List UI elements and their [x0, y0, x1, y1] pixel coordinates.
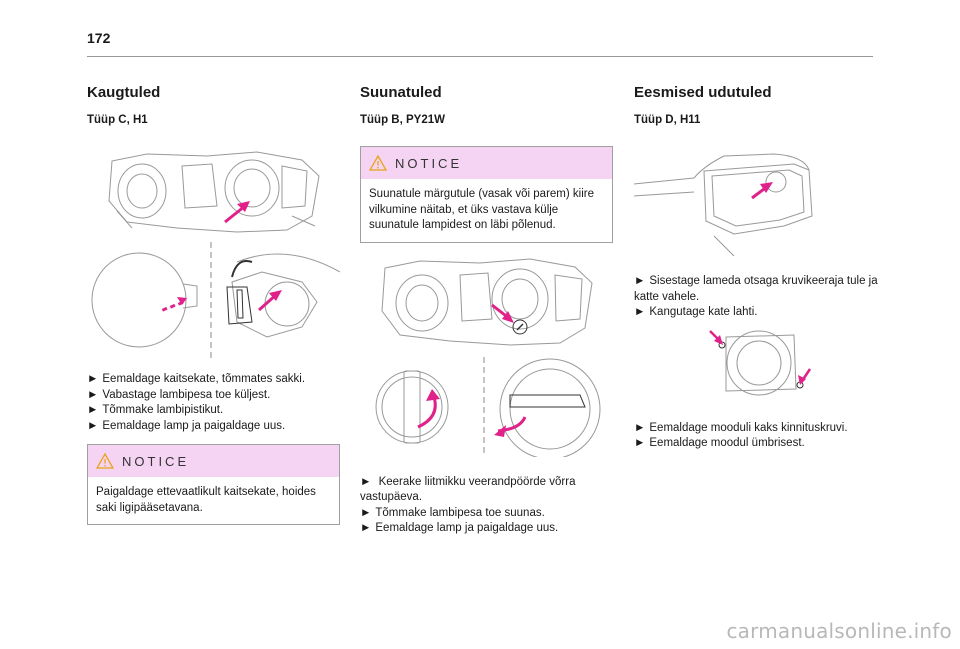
bullet-arrow-icon: ►	[634, 437, 646, 449]
bulb-holder-rotation-illustration	[375, 356, 601, 457]
steps-fog-lamp-cover: ►Sisestage lameda otsaga kruvikeeraja tu…	[634, 274, 887, 321]
bullet-arrow-icon: ►	[360, 522, 372, 534]
subheading-type-b: Tüüp B, PY21W	[360, 114, 445, 126]
bullet-arrow-icon: ►	[87, 388, 99, 401]
notice-text: Paigaldage ettevaatlikult kaitsekate, ho…	[96, 486, 316, 514]
step-item: ► Keerake liitmikku veerandpöörde võrra …	[360, 475, 576, 504]
steps-fog-lamp-module: ►Eemaldage mooduli kaks kinnituskruvi. ►…	[634, 421, 887, 452]
notice-box-turn-signal: NOTICE Suunatule märgutule (vasak või pa…	[360, 146, 613, 243]
notice-header: NOTICE	[361, 147, 612, 179]
step-item: ►Eemaldage lamp ja paigaldage uus.	[360, 522, 559, 534]
headlamp-overview-illustration	[108, 151, 320, 233]
bullet-arrow-icon: ►	[634, 421, 646, 434]
bullet-arrow-icon: ►	[360, 506, 372, 519]
notice-title: NOTICE	[395, 155, 463, 171]
notice-box-cover: NOTICE Paigaldage ettevaatlikult kaitsek…	[87, 444, 340, 525]
step-item: ►Eemaldage kaitsekate, tõmmates sakki.	[87, 373, 306, 385]
section-heading-fog-lamps: Eesmised udutuled	[634, 84, 772, 101]
step-item: ►Tõmmake lambipistikut.	[87, 404, 224, 416]
steps-turn-signals: ► Keerake liitmikku veerandpöörde võrra …	[360, 475, 613, 537]
subheading-type-d: Tüüp D, H11	[634, 114, 701, 126]
header-divider	[87, 56, 873, 57]
warning-triangle-icon	[369, 155, 387, 171]
high-beam-cover-removal-illustration	[91, 242, 340, 360]
step-item: ►Sisestage lameda otsaga kruvikeeraja tu…	[634, 275, 878, 303]
section-heading-turn-signals: Suunatuled	[360, 84, 442, 101]
column-turn-signals: Suunatuled Tüüp B, PY21W NOTICE Suunatul…	[360, 84, 613, 537]
watermark-text: carmanualsonline.info	[726, 619, 952, 643]
bullet-arrow-icon: ►	[87, 373, 99, 385]
step-item: ►Kangutage kate lahti.	[634, 306, 758, 318]
step-item: ►Eemaldage moodul ümbrisest.	[634, 437, 805, 449]
step-item: ►Eemaldage mooduli kaks kinnituskruvi.	[634, 421, 848, 434]
step-item: ►Vabastage lambipesa toe küljest.	[87, 388, 271, 401]
notice-header: NOTICE	[88, 445, 339, 477]
steps-high-beam: ►Eemaldage kaitsekate, tõmmates sakki. ►…	[87, 372, 340, 434]
page-number: 172	[87, 30, 111, 46]
warning-triangle-icon	[96, 453, 114, 469]
notice-title: NOTICE	[122, 453, 190, 469]
notice-text: Suunatule märgutule (vasak või parem) ki…	[369, 188, 594, 231]
bullet-arrow-icon: ►	[87, 404, 99, 416]
turn-signal-headlamp-illustration	[381, 257, 593, 346]
subheading-type-c: Tüüp C, H1	[87, 114, 148, 126]
bullet-arrow-icon: ►	[87, 419, 99, 432]
bullet-arrow-icon: ►	[360, 475, 372, 488]
fog-lamp-module-illustration	[709, 329, 812, 395]
fog-lamp-cover-illustration	[634, 153, 813, 257]
step-item: ►Eemaldage lamp ja paigaldage uus.	[87, 419, 286, 432]
step-item: ►Tõmmake lambipesa toe suunas.	[360, 506, 545, 519]
bullet-arrow-icon: ►	[634, 275, 646, 287]
column-high-beam: Kaugtuled Tüüp C, H1	[87, 84, 340, 525]
bullet-arrow-icon: ►	[634, 306, 646, 318]
column-fog-lamps: Eesmised udutuled Tüüp D, H11 ►Sisestage…	[634, 84, 887, 452]
section-heading-high-beam: Kaugtuled	[87, 84, 161, 101]
